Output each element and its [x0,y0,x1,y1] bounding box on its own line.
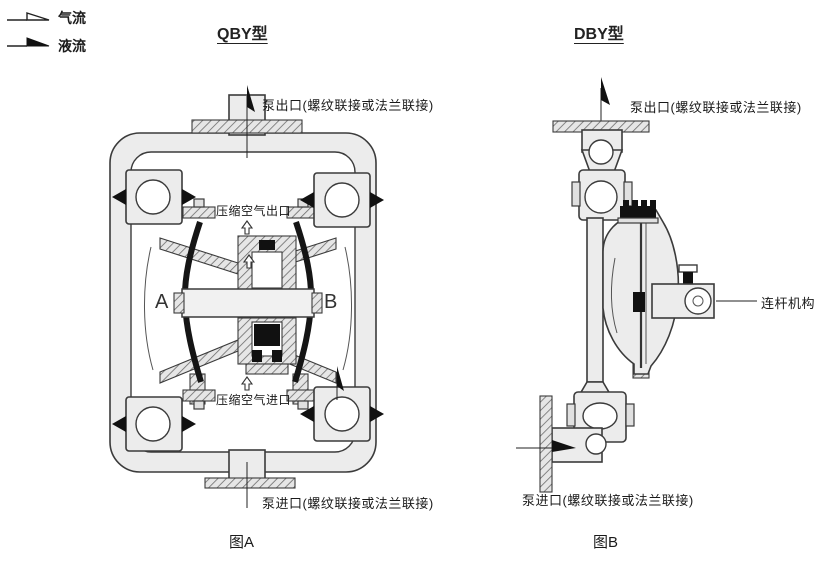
liquid-flow-arrow-icon [7,37,50,47]
qby-title: QBY型 [217,26,268,43]
liquid-flow-arrow-icon [336,366,344,400]
air-flow-arrow-icon [7,12,50,21]
qby-chamber-b-label: B [324,291,338,313]
legend-liquid-label: 液流 [58,38,86,54]
liquid-flow-arrow-icon [516,440,576,452]
ball-valve-housing [112,396,196,452]
air-direction-arrow-icon [242,254,256,269]
air-valve-block [617,200,659,224]
riser-pipe [586,217,604,383]
dby-outlet-port [552,120,650,173]
dby-outlet-label: 泵出口(螺纹联接或法兰联接) [630,100,802,115]
ball-valve-housing [300,386,384,442]
dby-pump-drawing [516,77,757,493]
legend-air-label: 气流 [58,10,86,26]
qby-caption: 图A [229,534,255,551]
connecting-rod-mechanism [651,264,715,319]
dby-title: DBY型 [574,26,624,43]
dby-inlet-port [539,395,607,493]
qby-air-inlet-label: 压缩空气进口 [216,393,292,407]
qby-air-outlet-label: 压缩空气出口 [216,204,292,218]
qby-pump-drawing [109,85,384,508]
air-direction-arrow-icon [240,376,254,391]
qby-chamber-a-label: A [155,291,169,313]
dby-linkage-label: 连杆机构 [761,296,816,311]
diaphragm-shaft [173,288,323,318]
outlet-flow-arrow-icon [246,85,255,158]
ball-valve-housing [571,169,633,221]
dby-inlet-label: 泵进口(螺纹联接或法兰联接) [522,493,694,508]
qby-inlet-label: 泵进口(螺纹联接或法兰联接) [262,496,434,511]
ball-valve-housing [300,172,384,228]
qby-outlet-label: 泵出口(螺纹联接或法兰联接) [262,98,434,113]
dby-caption: 图B [593,534,619,551]
air-direction-arrow-icon [240,220,254,235]
ball-valve-housing [112,169,196,225]
